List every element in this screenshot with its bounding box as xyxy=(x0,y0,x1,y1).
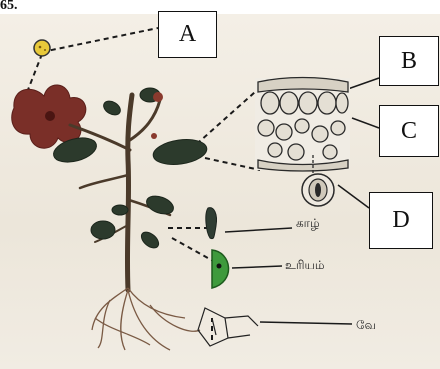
pointer-stem xyxy=(225,228,292,232)
root-section xyxy=(212,250,229,288)
pointer-vessel xyxy=(260,322,352,324)
leader-leaf-bottom xyxy=(205,158,260,170)
label-box-a: A xyxy=(158,11,217,58)
vessel-annotation: வே xyxy=(356,318,376,334)
leader-root xyxy=(172,238,215,262)
leader-a xyxy=(42,28,158,52)
root-annotation: உரியம் xyxy=(285,258,324,274)
label-box-b: B xyxy=(379,36,439,86)
pointer-b xyxy=(345,78,379,90)
stem-section xyxy=(206,208,217,239)
stem xyxy=(70,95,170,290)
vessel-section xyxy=(198,308,258,346)
stem-annotation: காழ் xyxy=(296,216,320,232)
roots xyxy=(92,288,200,350)
label-box-d: D xyxy=(369,192,433,249)
pointer-d xyxy=(338,185,369,208)
label-box-c: C xyxy=(379,105,439,157)
pollen-grain xyxy=(34,40,50,56)
leaf-cross-section xyxy=(255,78,350,179)
pointer-root xyxy=(232,266,282,268)
leader-lines xyxy=(26,28,260,340)
stoma xyxy=(302,174,334,206)
pointer-c xyxy=(352,118,379,128)
